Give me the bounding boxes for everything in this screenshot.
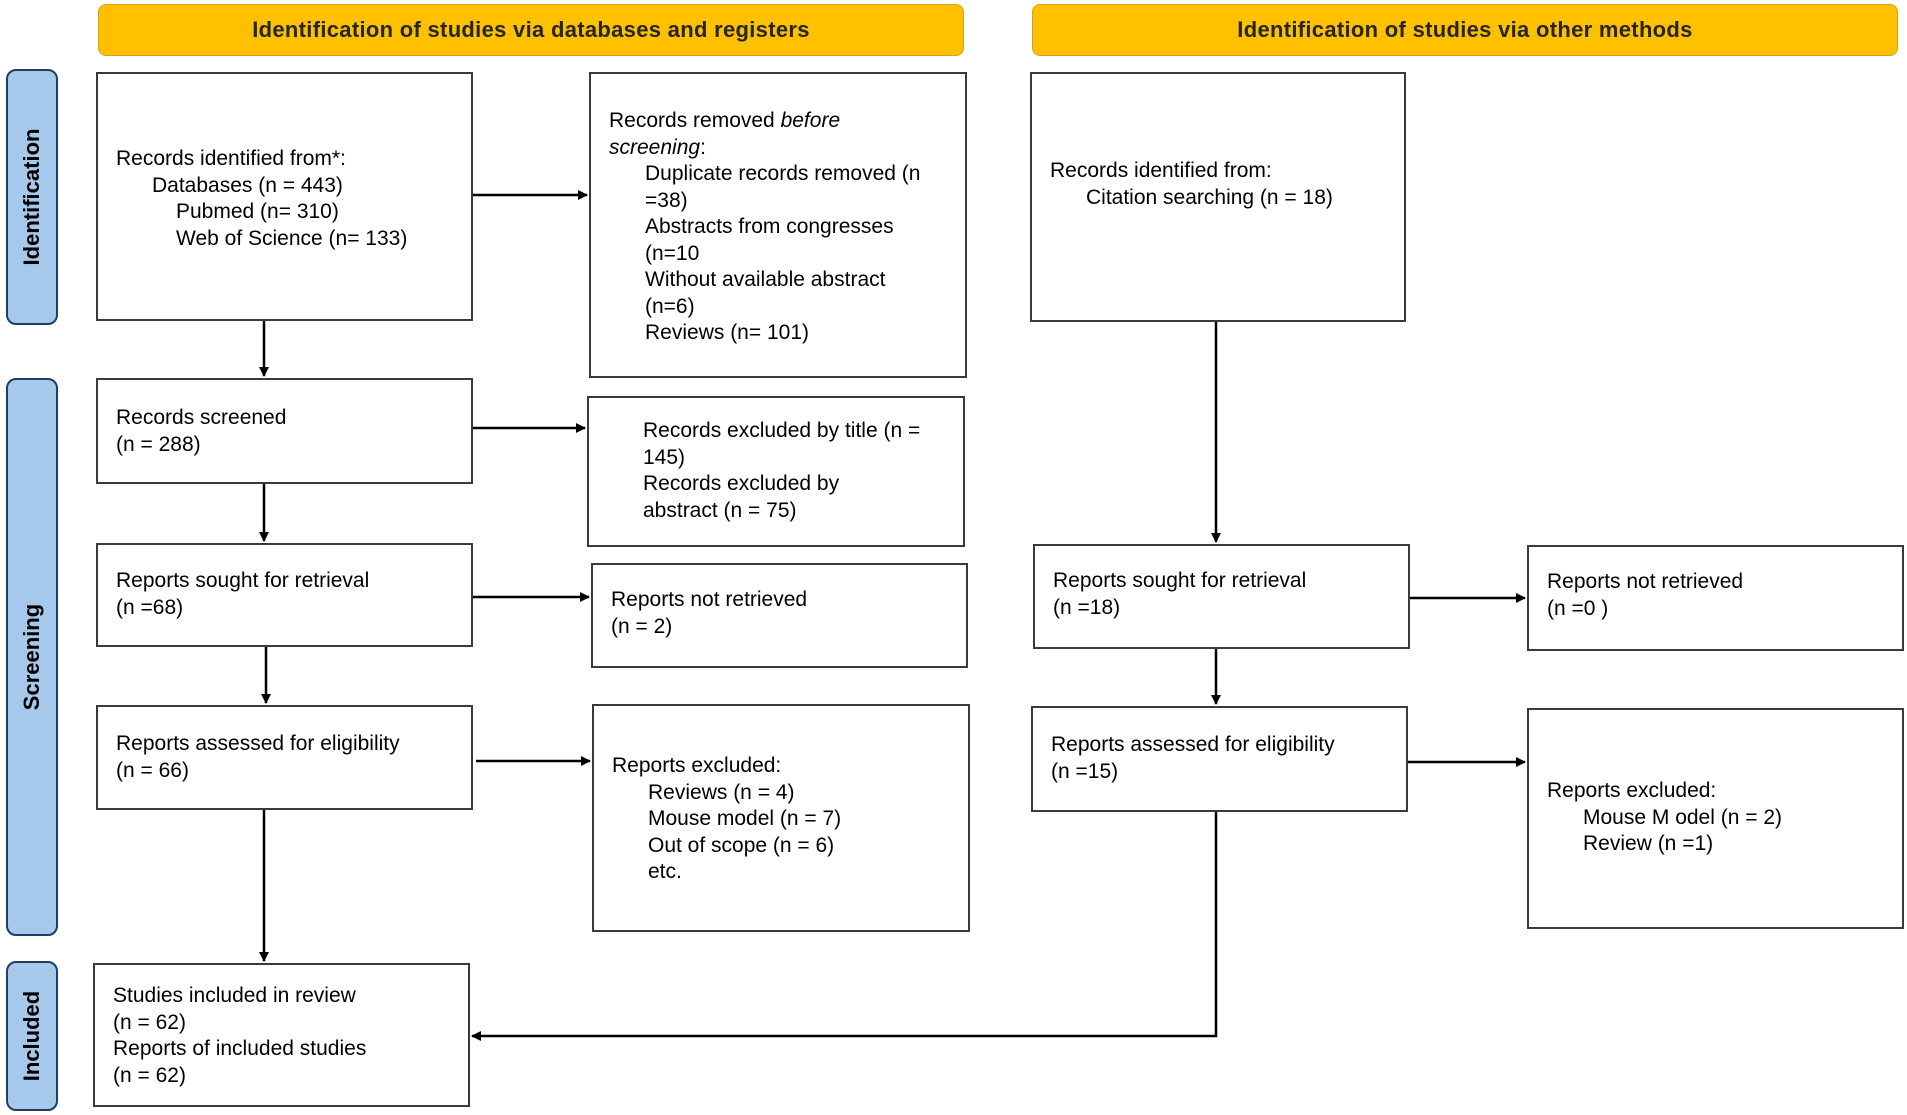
no-abstract: Without available abstract: [645, 268, 886, 291]
excluded-other-mouse: Mouse M odel (n = 2): [1583, 805, 1783, 829]
excluded-other-review: Review (n =1): [1583, 832, 1714, 855]
duplicates-removed: Duplicate records removed (n: [645, 162, 921, 185]
no-abstract-count: (n=6): [645, 294, 695, 318]
records-screened-box: Records screened (n = 288): [96, 378, 473, 484]
records-excluded-box: Records excluded by title (n = 145) Reco…: [587, 396, 965, 547]
not-retrieved-other-label: Reports not retrieved: [1547, 570, 1744, 593]
reports-not-retrieved-other-box: Reports not retrieved (n =0 ): [1527, 545, 1904, 651]
reports-sought-other-count: (n =18): [1053, 595, 1121, 619]
reports-sought-db-count: (n =68): [116, 595, 184, 619]
not-retrieved-db-count: (n = 2): [611, 614, 673, 638]
records-identified-pubmed: Pubmed (n= 310): [176, 200, 339, 223]
reports-included-label: Reports of included studies: [113, 1037, 367, 1060]
duplicates-removed-count: =38): [645, 188, 688, 212]
records-screened-label: Records screened: [116, 406, 287, 429]
phase-identification: Identification: [6, 69, 58, 325]
reports-sought-other-label: Reports sought for retrieval: [1053, 569, 1307, 592]
records-identified-other-box: Records identified from: Citation search…: [1030, 72, 1406, 322]
reports-sought-other-box: Reports sought for retrieval (n =18): [1033, 544, 1410, 649]
excluded-db-scope: Out of scope (n = 6): [648, 833, 835, 857]
phase-screening: Screening: [6, 378, 58, 936]
phase-screening-label: Screening: [19, 603, 44, 711]
reports-excluded-db-box: Reports excluded: Reviews (n = 4) Mouse …: [592, 704, 970, 932]
records-removed-box: Records removed before screening: Duplic…: [589, 72, 967, 378]
records-screened-count: (n = 288): [116, 432, 201, 456]
records-identified-other-title: Records identified from:: [1050, 159, 1272, 182]
excluded-db-title: Reports excluded:: [612, 754, 782, 777]
reports-assessed-other-box: Reports assessed for eligibility (n =15): [1031, 706, 1408, 812]
excluded-by-abstract: Records excluded by: [643, 472, 840, 495]
phase-included: Included: [6, 961, 58, 1111]
excluded-db-mouse: Mouse model (n = 7): [648, 807, 842, 830]
studies-included-label: Studies included in review: [113, 984, 356, 1007]
records-identified-wos: Web of Science (n= 133): [176, 226, 408, 250]
assessed-db-count: (n = 66): [116, 758, 189, 782]
header-databases-text: Identification of studies via databases …: [252, 17, 810, 42]
assessed-other-count: (n =15): [1051, 759, 1119, 783]
congress-abstracts-count: (n=10: [645, 241, 700, 265]
excluded-by-title-count: 145): [643, 445, 686, 469]
header-other-text: Identification of studies via other meth…: [1237, 17, 1693, 42]
not-retrieved-other-count: (n =0 ): [1547, 596, 1609, 620]
congress-abstracts: Abstracts from congresses: [645, 215, 894, 238]
excluded-db-reviews: Reviews (n = 4): [648, 780, 795, 804]
reports-excluded-other-box: Reports excluded: Mouse M odel (n = 2) R…: [1527, 708, 1904, 929]
reports-included-count: (n = 62): [113, 1063, 186, 1087]
records-identified-databases: Databases (n = 443): [152, 173, 343, 197]
phase-identification-label: Identification: [19, 128, 44, 266]
reviews-removed: Reviews (n= 101): [645, 321, 809, 344]
phase-included-label: Included: [19, 990, 44, 1082]
records-identified-title: Records identified from*:: [116, 147, 346, 170]
records-removed-title: Records removed before: [609, 109, 841, 132]
records-removed-title-cont: screening:: [609, 135, 706, 159]
excluded-db-etc: etc.: [648, 860, 682, 883]
reports-not-retrieved-db-box: Reports not retrieved (n = 2): [591, 563, 968, 668]
excluded-other-title: Reports excluded:: [1547, 779, 1717, 802]
header-databases-registers: Identification of studies via databases …: [98, 4, 964, 56]
studies-included-count: (n = 62): [113, 1010, 186, 1034]
assessed-other-label: Reports assessed for eligibility: [1051, 733, 1335, 756]
excluded-by-abstract-count: abstract (n = 75): [643, 498, 797, 522]
reports-sought-db-label: Reports sought for retrieval: [116, 569, 370, 592]
header-other-methods: Identification of studies via other meth…: [1032, 4, 1898, 56]
citation-searching: Citation searching (n = 18): [1086, 185, 1333, 209]
excluded-by-title: Records excluded by title (n =: [643, 419, 921, 442]
assessed-db-label: Reports assessed for eligibility: [116, 732, 400, 755]
records-identified-box: Records identified from*: Databases (n =…: [96, 72, 473, 321]
included-box: Studies included in review (n = 62) Repo…: [93, 963, 470, 1107]
reports-sought-db-box: Reports sought for retrieval (n =68): [96, 543, 473, 647]
not-retrieved-db-label: Reports not retrieved: [611, 588, 808, 611]
reports-assessed-db-box: Reports assessed for eligibility (n = 66…: [96, 705, 473, 810]
